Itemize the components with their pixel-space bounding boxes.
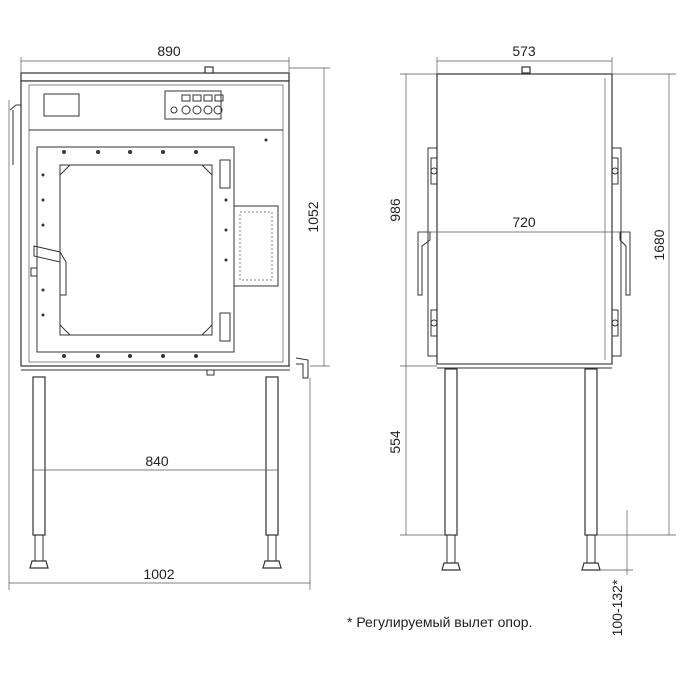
side-bracket-right xyxy=(611,147,622,357)
vent-grille xyxy=(233,205,279,287)
side-top-nub xyxy=(521,66,531,74)
side-leg-right xyxy=(584,368,598,536)
side-foot-left xyxy=(441,562,461,571)
side-foot-right xyxy=(581,562,601,571)
door-glass xyxy=(59,164,213,336)
door-hinge-bottom xyxy=(219,312,231,342)
front-foot-right xyxy=(262,560,282,569)
side-dimensions: 573 720 986 554 1680 100-132* xyxy=(387,43,676,636)
footnote: * Регулируемый вылет опор. xyxy=(347,614,533,630)
door-rivets xyxy=(41,138,268,358)
dim-stand-height: 554 xyxy=(387,430,403,454)
door-hinge-top xyxy=(219,159,231,189)
dim-total-height: 1680 xyxy=(651,229,667,260)
dim-chamber-height: 986 xyxy=(387,198,403,222)
front-cabinet-inner xyxy=(28,84,284,363)
front-dimensions: 890 1052 840 1002 xyxy=(8,43,330,590)
front-top-cap xyxy=(20,72,290,82)
side-bracket-left xyxy=(427,147,438,357)
side-view xyxy=(417,66,631,571)
side-leg-left xyxy=(444,368,458,536)
dim-overall-width: 1002 xyxy=(143,566,174,582)
dim-front-height: 1052 xyxy=(305,201,321,232)
side-cabinet xyxy=(436,73,613,365)
door-handle xyxy=(33,245,67,296)
dim-front-width: 890 xyxy=(157,43,181,59)
control-panel xyxy=(164,90,224,120)
display-window xyxy=(43,93,80,117)
side-handle xyxy=(9,104,21,165)
dim-side-depth: 720 xyxy=(512,214,536,230)
dim-side-width: 573 xyxy=(512,43,536,59)
front-foot-left xyxy=(29,560,49,569)
front-leg-right xyxy=(265,376,279,536)
front-view xyxy=(9,66,309,569)
front-cabinet xyxy=(20,80,290,367)
dim-adjustable-leg: 100-132* xyxy=(609,579,625,636)
front-leg-left xyxy=(32,376,46,536)
dim-leg-spacing: 840 xyxy=(145,453,169,469)
front-top-nub xyxy=(204,66,214,74)
